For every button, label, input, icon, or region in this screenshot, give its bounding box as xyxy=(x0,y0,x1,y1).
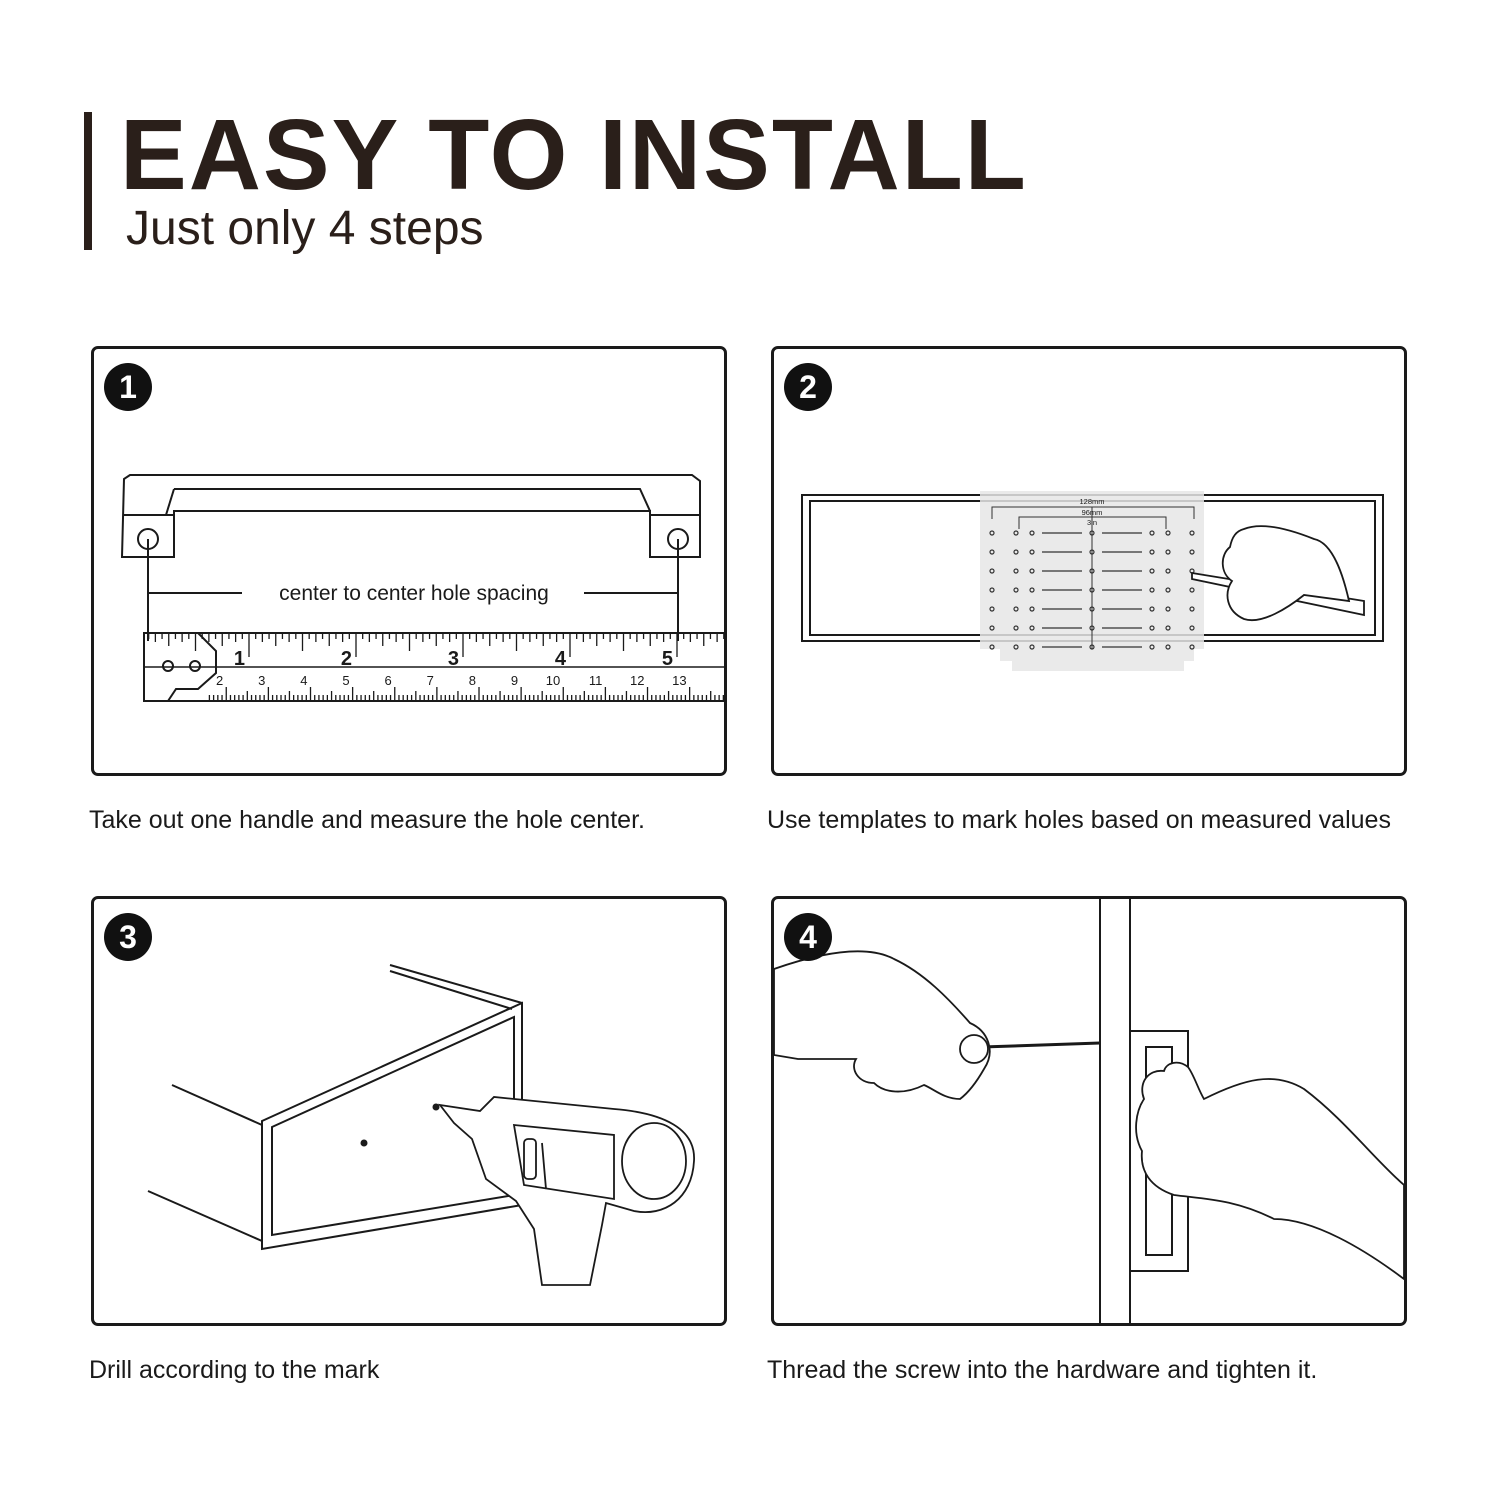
ruler-inch-label: 4 xyxy=(555,648,567,670)
template-hole xyxy=(1029,530,1035,536)
ruler-inch-label: 5 xyxy=(662,648,673,670)
screwdriver-shaft xyxy=(981,1041,1101,1049)
template-hole xyxy=(989,625,995,631)
screw-tightening-illustration xyxy=(774,899,1404,1323)
template-hole xyxy=(989,568,995,574)
ruler-cm-label: 3 xyxy=(258,673,265,688)
template-hole xyxy=(1029,587,1035,593)
ruler-inch-label: 2 xyxy=(341,648,352,670)
ruler-cm-label: 6 xyxy=(385,673,392,688)
template-hole xyxy=(1189,606,1195,612)
template-marking-illustration: 128mm 96mm 3in xyxy=(801,491,1384,671)
ruler-inch-label: 3 xyxy=(448,648,459,670)
step-4-panel: 4 xyxy=(771,896,1407,1326)
drill-mark-left xyxy=(360,1139,368,1147)
template-hole xyxy=(1013,530,1019,536)
template-hole xyxy=(1013,625,1019,631)
spacing-label: center to center hole spacing xyxy=(279,582,549,605)
page-subtitle: Just only 4 steps xyxy=(126,202,484,255)
template-label-96mm: 96mm xyxy=(1082,508,1103,517)
drilling-illustration xyxy=(147,964,695,1286)
step-3-caption: Drill according to the mark xyxy=(89,1356,380,1384)
template-label-3in: 3in xyxy=(1087,518,1097,527)
template-hole xyxy=(989,549,995,555)
tape-measure xyxy=(143,632,724,702)
template-hole xyxy=(989,644,995,650)
drawer-box xyxy=(147,1084,263,1242)
step-1-caption: Take out one handle and measure the hole… xyxy=(89,806,645,834)
template-hole xyxy=(1149,549,1155,555)
template-hole xyxy=(989,587,995,593)
hand-holding-pencil-icon xyxy=(1221,525,1351,622)
template-hole xyxy=(1029,568,1035,574)
template-hole xyxy=(1149,606,1155,612)
page-title: EASY TO INSTALL xyxy=(120,99,1028,211)
step-3-number-badge: 3 xyxy=(104,913,152,961)
template-hole xyxy=(1189,549,1195,555)
template-hole xyxy=(1029,625,1035,631)
template-hole xyxy=(1029,606,1035,612)
template-hole xyxy=(1013,606,1019,612)
drill-mark-right xyxy=(432,1103,440,1111)
template-hole xyxy=(1149,625,1155,631)
ruler-inch-label: 1 xyxy=(234,648,245,670)
template-hole xyxy=(1165,587,1171,593)
template-label-128mm: 128mm xyxy=(1079,497,1104,506)
step-2-number-badge: 2 xyxy=(784,363,832,411)
template-hole xyxy=(1013,587,1019,593)
template-hole xyxy=(1029,549,1035,555)
template-hole xyxy=(1189,587,1195,593)
template-hole xyxy=(1029,644,1035,650)
template-hole xyxy=(1165,530,1171,536)
template-hole xyxy=(1165,549,1171,555)
template-hole xyxy=(1149,568,1155,574)
template-hole xyxy=(1149,587,1155,593)
template-hole xyxy=(1165,625,1171,631)
header-accent-bar xyxy=(84,112,92,250)
template-hole xyxy=(1165,568,1171,574)
ruler-cm-label: 12 xyxy=(630,673,644,688)
step-3-panel: 3 xyxy=(91,896,727,1326)
hand-with-screwdriver-icon xyxy=(774,950,991,1100)
step-4-caption: Thread the screw into the hardware and t… xyxy=(767,1356,1318,1384)
template-hole xyxy=(1013,644,1019,650)
step-2-panel: 2 128mm 96mm 3in xyxy=(771,346,1407,776)
step-2-caption: Use templates to mark holes based on mea… xyxy=(767,806,1391,834)
ruler-cm-label: 10 xyxy=(546,673,560,688)
template-hole xyxy=(989,530,995,536)
template-hole xyxy=(1013,549,1019,555)
template-hole xyxy=(1165,606,1171,612)
ruler-cm-label: 13 xyxy=(672,673,686,688)
ruler-cm-label: 7 xyxy=(427,673,434,688)
template-hole xyxy=(1189,530,1195,536)
ruler-cm-label: 4 xyxy=(300,673,307,688)
ruler-cm-label: 9 xyxy=(511,673,518,688)
ruler-cm-label: 5 xyxy=(342,673,349,688)
ruler-cm-label: 11 xyxy=(589,673,603,688)
ruler-cm-label: 8 xyxy=(469,673,476,688)
step-4-number-badge: 4 xyxy=(784,913,832,961)
hand-holding-handle-icon xyxy=(1135,1061,1404,1281)
template-hole xyxy=(989,606,995,612)
template-hole xyxy=(1149,644,1155,650)
template-hole xyxy=(1189,625,1195,631)
template-hole xyxy=(1013,568,1019,574)
step-1-number-badge: 1 xyxy=(104,363,152,411)
template-hole xyxy=(1189,644,1195,650)
template-hole xyxy=(1165,644,1171,650)
template-hole xyxy=(1149,530,1155,536)
ruler-cm-label: 2 xyxy=(216,673,223,688)
cabinet-handle xyxy=(120,474,701,558)
